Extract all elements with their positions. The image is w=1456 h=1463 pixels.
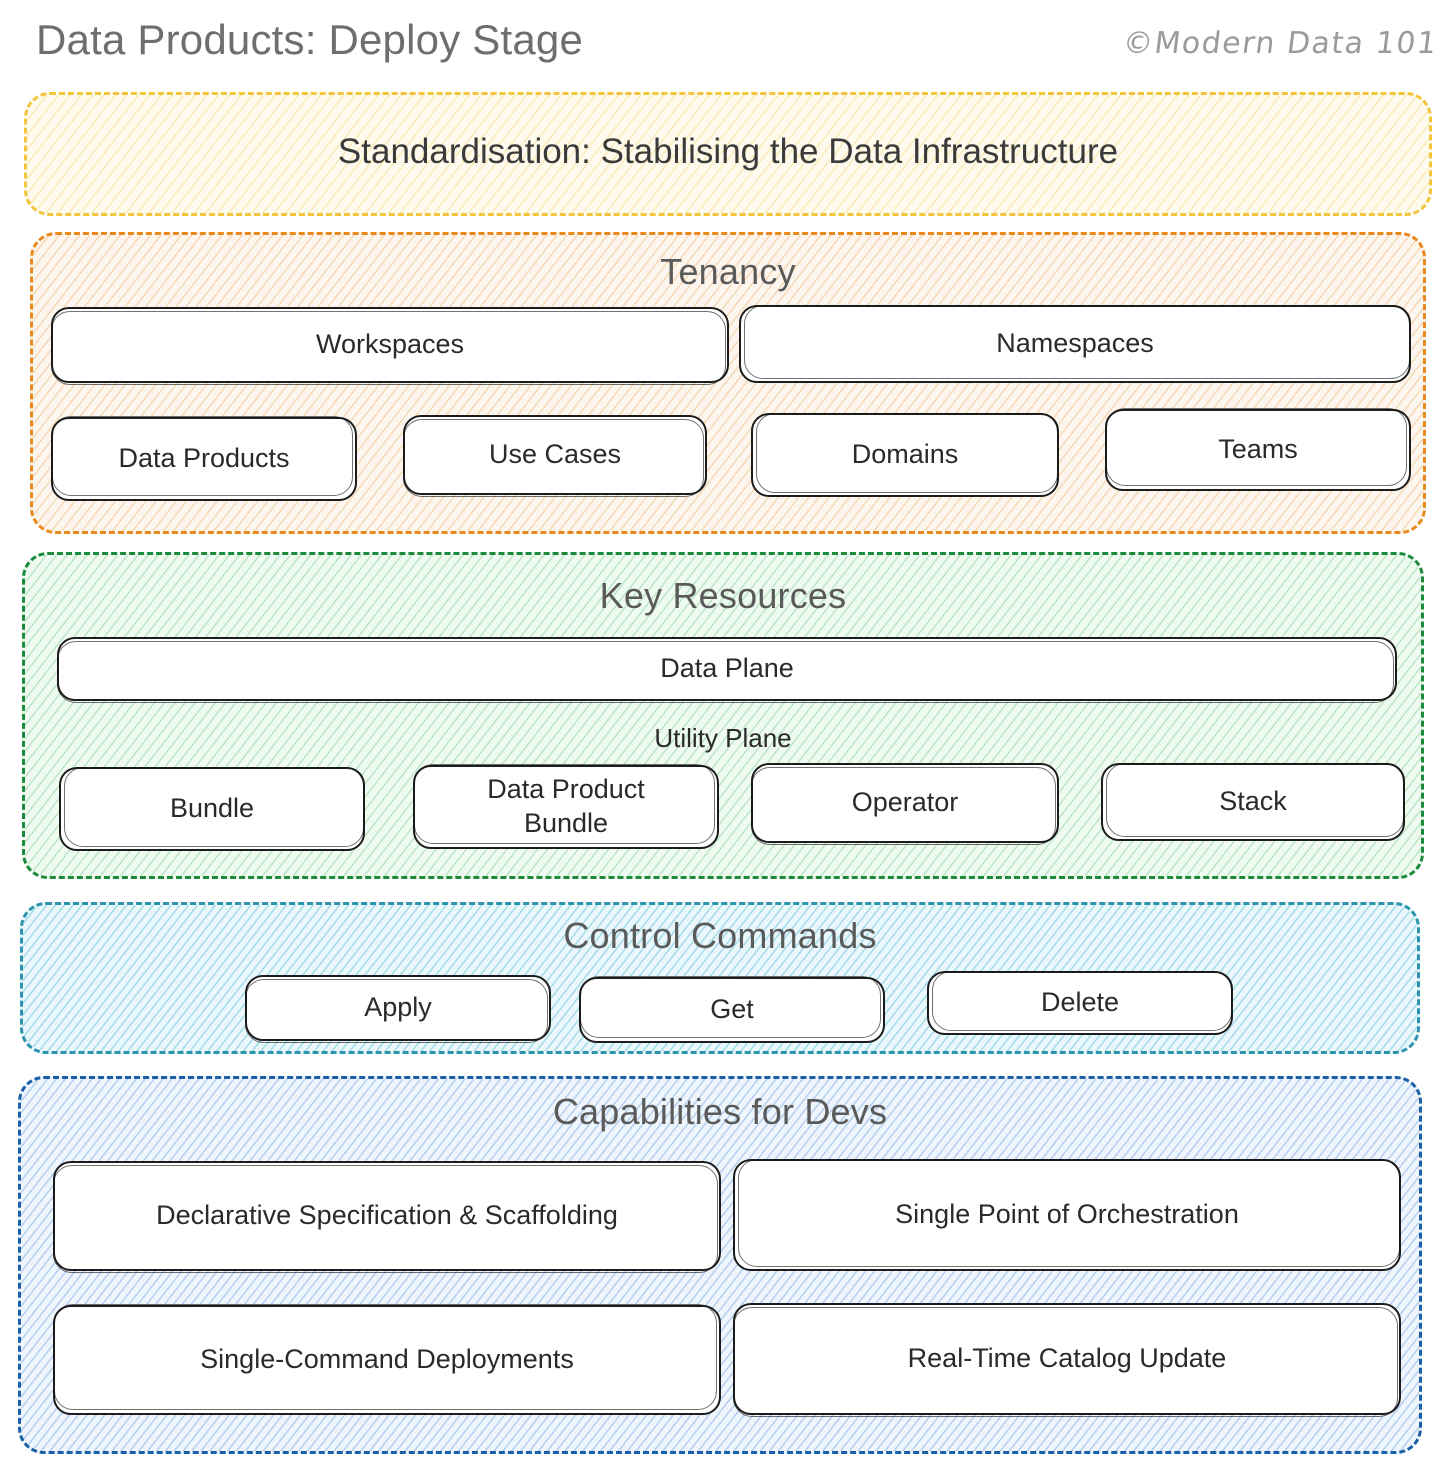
tenancy-box-data-products[interactable]: Data Products [51, 416, 357, 501]
key-resources-box-data-plane-label: Data Plane [660, 653, 794, 684]
key-resources-box-bundle[interactable]: Bundle [59, 767, 365, 851]
tenancy-box-namespaces[interactable]: Namespaces [739, 305, 1411, 383]
section-title-key-resources: Key Resources [599, 575, 847, 616]
capability-box-single-point-orchestration[interactable]: Single Point of Orchestration [733, 1159, 1401, 1271]
section-capabilities-for-devs: Capabilities for Devs Declarative Specif… [18, 1076, 1422, 1454]
section-title-tenancy: Tenancy [660, 251, 796, 292]
tenancy-box-teams-label: Teams [1218, 434, 1298, 465]
tenancy-box-data-products-label: Data Products [118, 443, 290, 474]
tenancy-box-use-cases[interactable]: Use Cases [403, 415, 707, 497]
key-resources-box-stack-label: Stack [1219, 786, 1287, 817]
utility-plane-label: Utility Plane [654, 723, 792, 753]
watermark-credit: ©Modern Data 101 [1121, 26, 1441, 61]
key-resources-box-data-product-bundle[interactable]: Data Product Bundle [413, 764, 719, 849]
tenancy-box-workspaces[interactable]: Workspaces [51, 307, 729, 385]
section-key-resources: Key Resources Data Plane Utility Plane B… [22, 552, 1424, 879]
capability-box-single-command-deployments[interactable]: Single-Command Deployments [53, 1304, 721, 1415]
key-resources-box-stack[interactable]: Stack [1101, 763, 1405, 841]
section-tenancy: Tenancy Workspaces Namespaces Data Produ… [30, 232, 1426, 534]
section-title-capabilities: Capabilities for Devs [552, 1091, 888, 1132]
control-command-apply-label: Apply [364, 992, 432, 1023]
tenancy-box-use-cases-label: Use Cases [488, 439, 622, 470]
capability-box-single-command-deployments-label: Single-Command Deployments [200, 1344, 574, 1375]
header: Data Products: Deploy Stage ©Modern Data… [0, 0, 1456, 88]
capability-box-real-time-catalog-update-label: Real-Time Catalog Update [907, 1343, 1227, 1374]
tenancy-box-teams[interactable]: Teams [1105, 408, 1411, 491]
control-command-delete-button[interactable]: Delete [927, 971, 1233, 1035]
section-title-control-commands: Control Commands [563, 915, 877, 956]
capability-box-declarative-specification[interactable]: Declarative Specification & Scaffolding [53, 1161, 721, 1273]
capability-box-declarative-specification-label: Declarative Specification & Scaffolding [156, 1200, 618, 1231]
control-command-get-label: Get [710, 994, 754, 1025]
tenancy-box-domains[interactable]: Domains [751, 413, 1059, 497]
key-resources-box-data-product-bundle-label: Data Product Bundle [487, 774, 645, 838]
control-command-apply-button[interactable]: Apply [245, 975, 551, 1043]
control-command-delete-label: Delete [1040, 987, 1120, 1018]
key-resources-box-data-plane[interactable]: Data Plane [57, 637, 1397, 703]
key-resources-box-operator-label: Operator [851, 787, 959, 818]
page-title: Data Products: Deploy Stage [36, 16, 584, 63]
key-resources-box-bundle-label: Bundle [169, 793, 255, 824]
control-command-get-button[interactable]: Get [579, 976, 885, 1043]
capability-box-single-point-orchestration-label: Single Point of Orchestration [895, 1199, 1239, 1230]
tenancy-box-namespaces-label: Namespaces [996, 328, 1154, 359]
capability-box-real-time-catalog-update[interactable]: Real-Time Catalog Update [733, 1303, 1401, 1417]
section-standardisation: Standardisation: Stabilising the Data In… [24, 92, 1432, 216]
tenancy-box-workspaces-label: Workspaces [315, 329, 465, 360]
standardisation-label: Standardisation: Stabilising the Data In… [337, 132, 1119, 171]
section-control-commands: Control Commands Apply Get Delete [20, 902, 1420, 1054]
tenancy-box-domains-label: Domains [851, 439, 959, 470]
key-resources-box-operator[interactable]: Operator [751, 763, 1059, 845]
